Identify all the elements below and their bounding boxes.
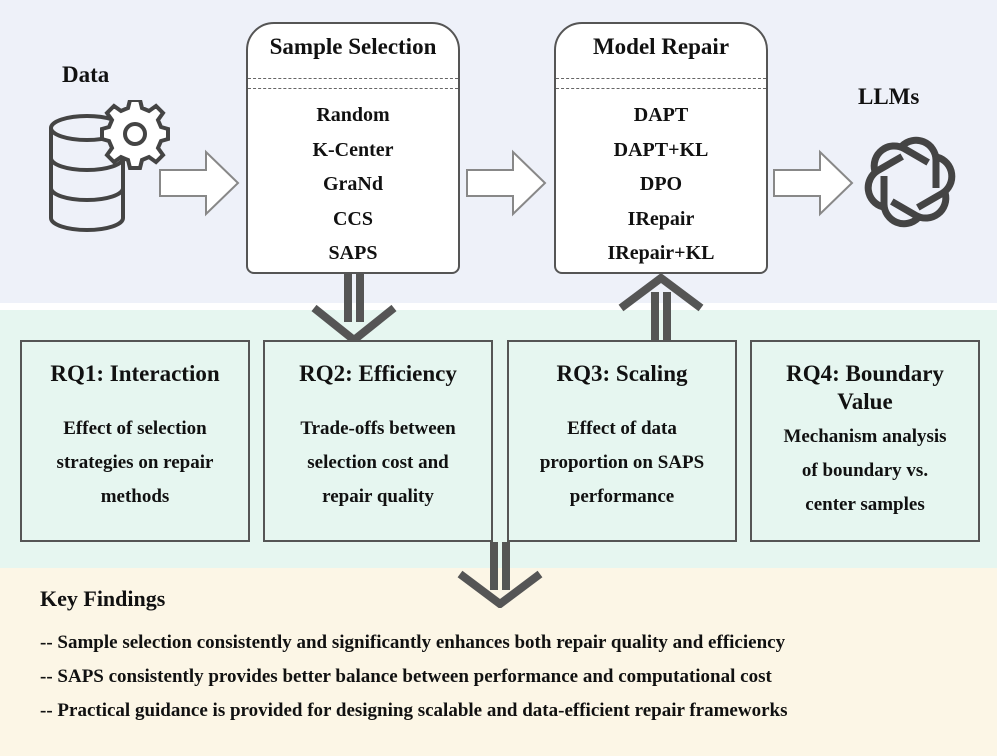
rq3-text: Effect of data bbox=[567, 418, 677, 439]
gear-icon bbox=[100, 100, 170, 170]
finding-item: -- Practical guidance is provided for de… bbox=[40, 700, 788, 721]
llms-label: LLMs bbox=[858, 84, 920, 109]
key-findings-title: Key Findings bbox=[40, 586, 166, 611]
rq1-box: RQ1: Interaction Effect of selection str… bbox=[20, 340, 250, 542]
arrow-right-2-icon bbox=[466, 149, 547, 217]
rq3-text: proportion on SAPS bbox=[539, 452, 705, 473]
arrow-up-icon bbox=[618, 274, 704, 340]
rq4-text: of boundary vs. bbox=[801, 460, 929, 481]
rq2-text: Trade-offs between bbox=[300, 418, 456, 439]
rq3-title: RQ3: Scaling bbox=[556, 361, 688, 386]
model-repair-card: Model Repair DAPT DAPT+KL DPO IRepair IR… bbox=[554, 22, 768, 274]
sample-selection-title: Sample Selection bbox=[269, 34, 437, 59]
rq1-text: strategies on repair bbox=[56, 452, 214, 473]
arrow-down-1-icon bbox=[311, 274, 397, 344]
divider bbox=[248, 78, 458, 79]
rq3-text: performance bbox=[569, 486, 675, 507]
rq4-text: center samples bbox=[805, 494, 925, 515]
list-item: SAPS bbox=[328, 242, 378, 264]
rq2-text: selection cost and bbox=[307, 452, 449, 473]
divider bbox=[556, 78, 766, 79]
list-item: DAPT bbox=[633, 104, 689, 126]
rq1-title: RQ1: Interaction bbox=[50, 361, 220, 386]
list-item: IRepair+KL bbox=[607, 242, 715, 264]
list-item: GraNd bbox=[323, 173, 383, 195]
key-findings: Key Findings -- Sample selection consist… bbox=[40, 586, 980, 728]
divider bbox=[556, 88, 766, 89]
arrow-down-2-icon bbox=[457, 542, 543, 608]
model-repair-title: Model Repair bbox=[592, 34, 730, 59]
rq4-title: RQ4: Boundary Value bbox=[786, 361, 944, 414]
rq3-box: RQ3: Scaling Effect of data proportion o… bbox=[507, 340, 737, 542]
list-item: IRepair bbox=[627, 207, 695, 230]
pipeline-band bbox=[0, 0, 997, 303]
list-item: Random bbox=[316, 104, 390, 126]
finding-item: -- Sample selection consistently and sig… bbox=[40, 632, 786, 653]
database-gear-icon bbox=[49, 100, 170, 232]
list-item: K-Center bbox=[312, 138, 394, 161]
arrow-right-1-icon bbox=[159, 149, 240, 217]
list-item: DPO bbox=[639, 173, 683, 195]
model-repair-list: DAPT DAPT+KL DPO IRepair IRepair+KL bbox=[556, 98, 766, 271]
divider bbox=[248, 88, 458, 89]
list-item: CCS bbox=[332, 207, 373, 230]
rq1-text: methods bbox=[100, 486, 170, 507]
list-item: DAPT+KL bbox=[613, 138, 709, 161]
llm-logo-icon bbox=[864, 136, 956, 228]
rq4-text: Mechanism analysis bbox=[783, 426, 947, 447]
arrow-right-3-icon bbox=[773, 149, 854, 217]
sample-selection-card: Sample Selection Random K-Center GraNd C… bbox=[246, 22, 460, 274]
rq4-box: RQ4: Boundary Value Mechanism analysis o… bbox=[750, 340, 980, 542]
rq2-box: RQ2: Efficiency Trade-offs between selec… bbox=[263, 340, 493, 542]
sample-selection-list: Random K-Center GraNd CCS SAPS bbox=[248, 98, 458, 271]
finding-item: -- SAPS consistently provides better bal… bbox=[40, 666, 772, 687]
rq1-text: Effect of selection bbox=[63, 418, 207, 439]
rq2-title: RQ2: Efficiency bbox=[299, 361, 457, 386]
rq2-text: repair quality bbox=[322, 486, 434, 507]
data-label: Data bbox=[62, 62, 110, 87]
